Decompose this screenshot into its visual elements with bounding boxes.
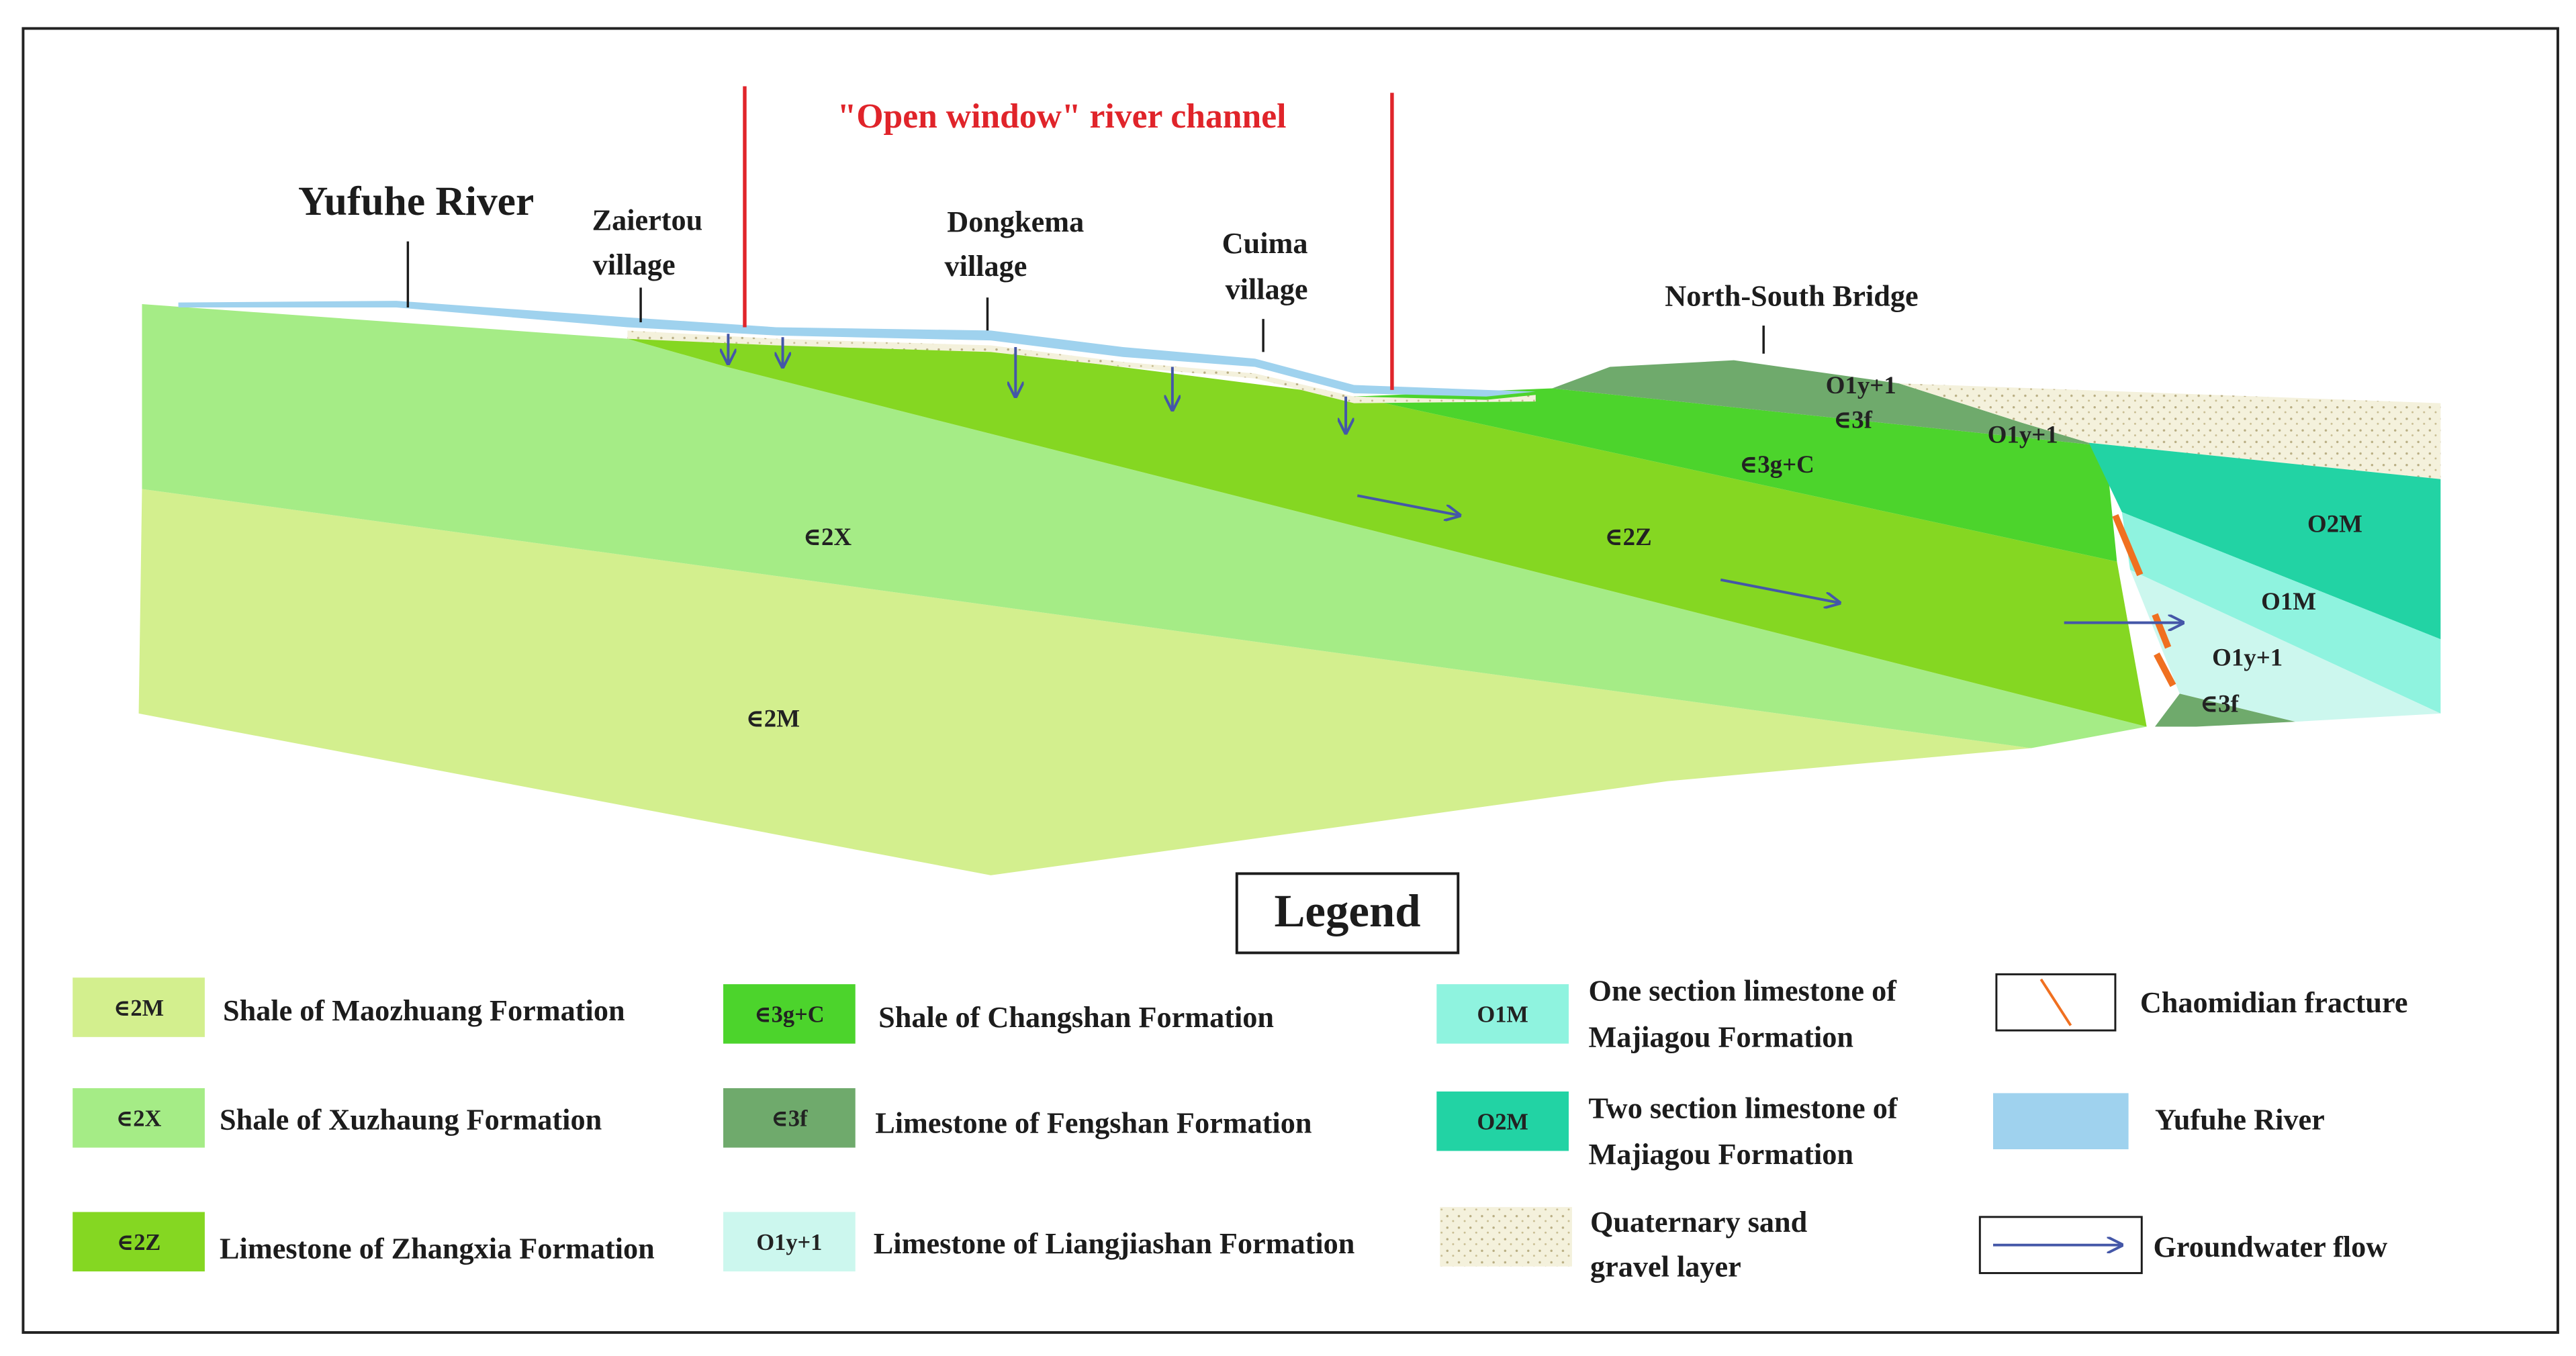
legend-label-e2z: Limestone of Zhangxia Formation xyxy=(220,1232,655,1265)
unit-e3gc: ∈3g+C xyxy=(1739,450,1814,478)
groundwater-flow-arrows xyxy=(1356,494,2182,622)
legend: Legend ∈2M Shale of Maozhuang Formation … xyxy=(73,872,2408,1283)
legend-symbol-e2z: ∈2Z xyxy=(117,1230,161,1255)
legend-label-e3gc: Shale of Changshan Formation xyxy=(878,1001,1274,1034)
flow-arrow xyxy=(1720,578,1839,603)
layer-o1y1-lower xyxy=(2130,569,2441,722)
layer-e3gc xyxy=(1354,388,2117,562)
legend-symbol-e2x: ∈2X xyxy=(116,1106,162,1132)
layer-e2m xyxy=(138,489,2031,875)
layer-e2z xyxy=(627,338,2147,727)
legend-label-o2m-2: Majiagou Formation xyxy=(1589,1138,1854,1171)
unit-e3f-bottom: ∈3f xyxy=(2200,689,2240,717)
legend-label-e3f: Limestone of Fengshan Formation xyxy=(875,1106,1312,1139)
legend-label-river: Yufuhe River xyxy=(2155,1104,2325,1136)
leader-lines xyxy=(406,241,1765,354)
layer-e3f-upper xyxy=(1552,360,2106,446)
legend-symbol-e3f: ∈3f xyxy=(771,1106,808,1132)
legend-swatch-e2x xyxy=(73,1088,205,1148)
flow-arrow xyxy=(1356,494,1459,516)
legend-swatch-e3f xyxy=(723,1088,856,1148)
river-label: Yufuhe River xyxy=(298,179,534,224)
unit-e2z: ∈2Z xyxy=(1604,523,1651,550)
layer-e3f-lower xyxy=(2154,693,2295,727)
legend-symbol-o1y1: O1y+1 xyxy=(756,1230,822,1255)
unit-e2m: ∈2M xyxy=(746,705,800,732)
dongkema-label-2: village xyxy=(945,250,1027,283)
unit-o1y1-bottom: O1y+1 xyxy=(2212,644,2283,671)
open-window-title: "Open window" river channel xyxy=(837,97,1287,136)
legend-swatch-e2m xyxy=(73,977,205,1037)
cuima-label-2: village xyxy=(1226,273,1308,306)
legend-label-o1y1: Limestone of Liangjiashan Formation xyxy=(874,1227,1355,1260)
legend-label-fracture: Chaomidian fracture xyxy=(2140,986,2408,1019)
legend-label-o1m-1: One section limestone of xyxy=(1589,975,1898,1008)
cuima-label-1: Cuima xyxy=(1222,227,1308,260)
zaiertou-label-1: Zaiertou xyxy=(592,203,703,236)
legend-label-e2m: Shale of Maozhuang Formation xyxy=(223,994,625,1027)
legend-swatch-e2z xyxy=(73,1212,205,1272)
legend-title-box xyxy=(1235,872,1460,955)
layer-o1m xyxy=(2121,512,2441,714)
legend-label-quaternary-2: gravel layer xyxy=(1590,1250,1741,1283)
legend-swatch-o2m xyxy=(1436,1091,1569,1151)
dongkema-label-1: Dongkema xyxy=(947,205,1084,238)
unit-o2m: O2M xyxy=(2307,510,2362,537)
river-water xyxy=(178,301,1536,397)
unit-o1m: O1M xyxy=(2261,587,2316,615)
infiltration-arrows xyxy=(728,334,1346,433)
river-bed-gravel xyxy=(627,330,1536,403)
legend-swatch-o1m xyxy=(1436,984,1569,1044)
legend-symbol-o2m: O2M xyxy=(1477,1110,1528,1135)
legend-swatch-e3gc xyxy=(723,984,856,1044)
legend-swatch-river xyxy=(1992,1093,2129,1150)
layer-o2m xyxy=(2088,442,2441,640)
legend-label-flow: Groundwater flow xyxy=(2154,1230,2388,1263)
legend-swatch-o1y1 xyxy=(723,1212,856,1272)
section-layers xyxy=(138,301,2441,875)
legend-label-quaternary-1: Quaternary sand xyxy=(1590,1206,1808,1239)
legend-label-o2m-1: Two section limestone of xyxy=(1589,1092,1898,1124)
legend-symbol-e3gc: ∈3g+C xyxy=(754,1002,824,1028)
unit-o1y1-top: O1y+1 xyxy=(1826,371,1896,399)
bridge-label: North-South Bridge xyxy=(1665,280,1918,313)
legend-symbol-o1m: O1M xyxy=(1477,1002,1528,1028)
unit-e2x: ∈2X xyxy=(803,523,852,550)
legend-swatch-quaternary xyxy=(1440,1207,1572,1267)
legend-symbol-e2m: ∈2M xyxy=(113,996,164,1021)
unit-e3f-top: ∈3f xyxy=(1833,405,1873,433)
layer-quaternary xyxy=(1898,383,2441,479)
layer-e2x xyxy=(142,304,2147,748)
legend-label-o1m-2: Majiagou Formation xyxy=(1589,1021,1854,1054)
legend-label-e2x: Shale of Xuzhaung Formation xyxy=(220,1104,602,1136)
unit-o1y1-mid: O1y+1 xyxy=(1988,421,2058,448)
legend-title: Legend xyxy=(1275,885,1421,936)
fracture-icon xyxy=(2039,978,2072,1026)
unit-labels: ∈2X ∈2M ∈2Z ∈3g+C O1y+1 ∈3f O1y+1 O2M O1… xyxy=(746,371,2362,732)
zaiertou-label-2: village xyxy=(593,248,676,281)
chaomidian-fracture xyxy=(2112,514,2176,687)
